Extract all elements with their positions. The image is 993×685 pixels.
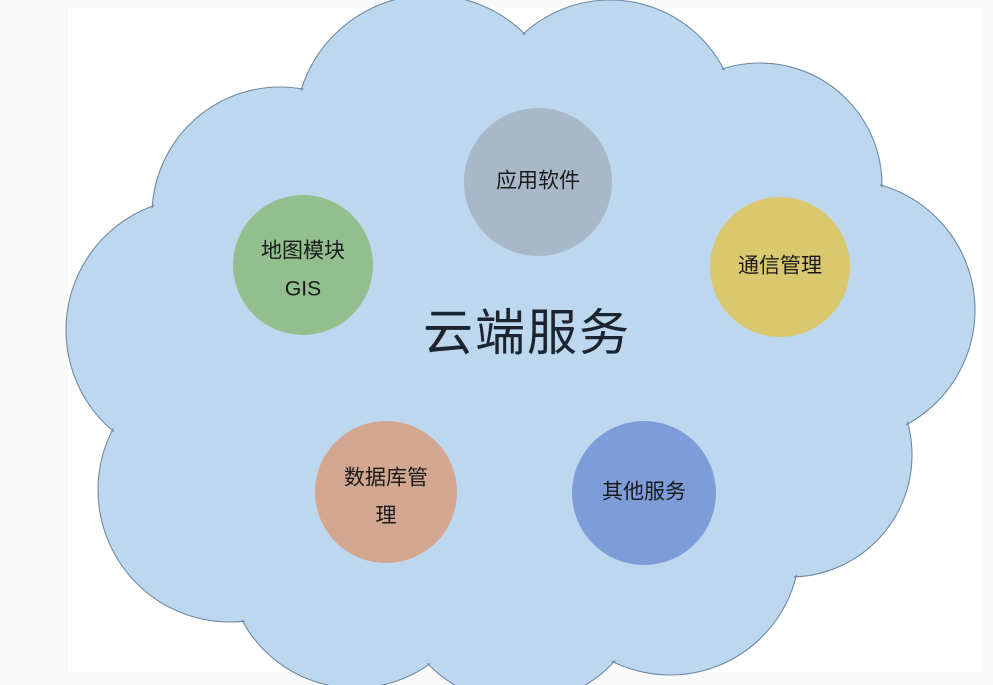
- node-communication-management-circle[interactable]: [710, 197, 850, 337]
- node-map-module[interactable]: 地图模块 GIS: [233, 195, 373, 335]
- node-application-software-circle[interactable]: [464, 108, 612, 256]
- node-other-services-label: 其他服务: [602, 481, 686, 504]
- node-database-management-label-line2: 理: [376, 505, 397, 528]
- node-other-services[interactable]: 其他服务: [572, 421, 716, 565]
- node-map-module-circle[interactable]: [233, 195, 373, 335]
- node-map-module-label-line2: GIS: [285, 278, 321, 301]
- node-communication-management[interactable]: 通信管理: [710, 197, 850, 337]
- node-other-services-circle[interactable]: [572, 421, 716, 565]
- node-application-software-label: 应用软件: [496, 170, 580, 193]
- node-application-software[interactable]: 应用软件: [464, 108, 612, 256]
- node-communication-management-label: 通信管理: [738, 255, 822, 278]
- page-title: 云端服务: [423, 305, 631, 361]
- node-database-management[interactable]: 数据库管 理: [315, 421, 457, 563]
- node-database-management-label-line1: 数据库管: [344, 467, 428, 490]
- node-map-module-label-line1: 地图模块: [261, 240, 345, 263]
- node-database-management-circle[interactable]: [315, 421, 457, 563]
